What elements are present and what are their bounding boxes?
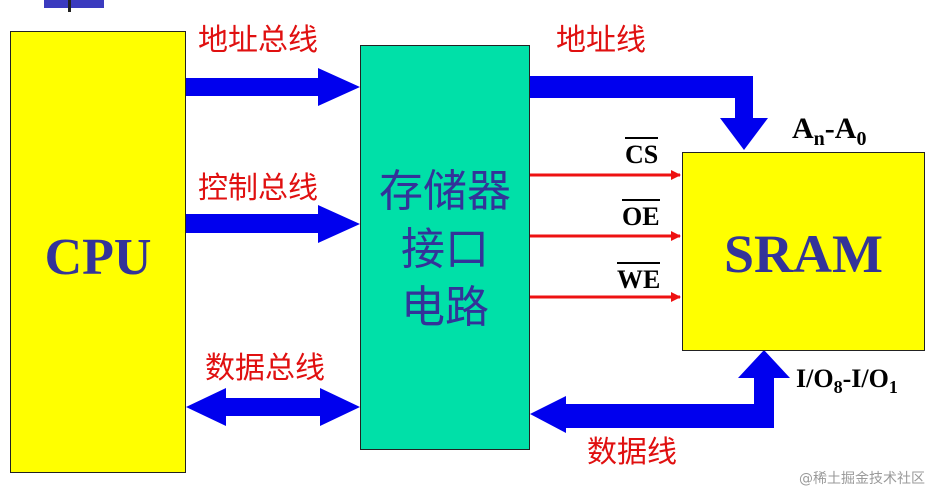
control-bus-label: 控制总线 bbox=[198, 171, 318, 206]
io-a: I/O bbox=[796, 364, 834, 393]
cpu-label: CPU bbox=[44, 229, 152, 286]
data-bus-label: 数据总线 bbox=[205, 351, 325, 386]
control-bus-arrow bbox=[186, 205, 360, 243]
io-8-subscript: 8 bbox=[833, 377, 843, 398]
io-1-subscript: 1 bbox=[888, 377, 898, 398]
interface-label-line1: 存储器 bbox=[379, 166, 511, 217]
address-line-arrow bbox=[530, 76, 768, 150]
oe-signal-label: OE bbox=[622, 199, 660, 231]
address-pins-label: An-A0 bbox=[792, 112, 867, 150]
oe-overbar bbox=[622, 199, 660, 201]
cs-signal-label: CS bbox=[625, 137, 659, 169]
we-overbar bbox=[617, 262, 661, 264]
interface-label-line3: 电路 bbox=[401, 282, 489, 333]
corner-tick bbox=[68, 0, 71, 12]
cs-text: CS bbox=[625, 140, 659, 169]
data-line-arrow bbox=[530, 350, 790, 433]
we-signal-label: WE bbox=[617, 262, 661, 294]
io-pins-label: I/O8-I/O1 bbox=[796, 364, 898, 398]
addr-dash-a: -A bbox=[824, 112, 857, 145]
addr-a: A bbox=[792, 112, 814, 145]
cpu-block: CPU bbox=[10, 31, 186, 473]
we-text: WE bbox=[617, 265, 661, 294]
data-bus-arrow bbox=[186, 388, 360, 426]
sram-block: SRAM bbox=[682, 152, 925, 351]
address-bus-label: 地址总线 bbox=[198, 23, 318, 58]
addr-n-subscript: n bbox=[813, 128, 825, 150]
data-line-label: 数据线 bbox=[587, 435, 677, 470]
io-dash: -I/O bbox=[842, 364, 889, 393]
interface-circuit-block: 存储器 接口 电路 bbox=[360, 45, 530, 450]
sram-label: SRAM bbox=[724, 224, 883, 284]
oe-text: OE bbox=[622, 202, 660, 231]
addr-0-subscript: 0 bbox=[856, 128, 867, 150]
cs-overbar bbox=[625, 137, 659, 139]
watermark: @稀土掘金技术社区 bbox=[799, 471, 925, 487]
corner-decoration bbox=[44, 0, 104, 8]
address-line-label: 地址线 bbox=[556, 23, 646, 58]
address-bus-arrow bbox=[186, 68, 360, 106]
interface-label-line2: 接口 bbox=[401, 224, 489, 275]
